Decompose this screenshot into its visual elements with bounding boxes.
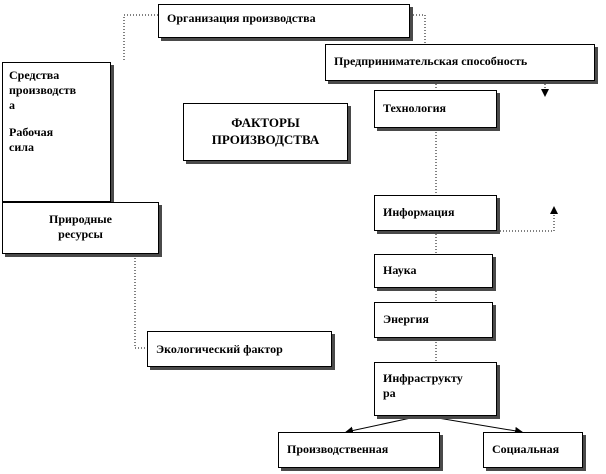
node-organization: Организация производства <box>158 4 410 38</box>
node-natural-resources: Природные ресурсы <box>2 202 159 254</box>
node-production: Производственная <box>278 432 440 468</box>
infrastructure-line-2: ра <box>383 386 396 400</box>
node-infrastructure: Инфраструкту ра <box>374 362 497 416</box>
node-technology-label: Технология <box>383 101 446 115</box>
diagram-title: ФАКТОРЫ ПРОИЗВОДСТВА <box>183 103 348 161</box>
node-social-label: Социальная <box>492 442 560 456</box>
node-production-label: Производственная <box>287 442 389 456</box>
natural-line-1: Природные <box>49 212 112 226</box>
node-technology: Технология <box>374 90 497 128</box>
node-means-and-labor: Средства производств а Рабочая сила <box>2 62 111 202</box>
connector-information-to-up <box>497 206 558 232</box>
title-line-2: ПРОИЗВОДСТВА <box>211 132 320 147</box>
means-line-3: а <box>9 98 15 112</box>
node-organization-label: Организация производства <box>167 11 316 25</box>
means-line-1: Средства <box>9 68 60 82</box>
node-science-label: Наука <box>383 263 417 277</box>
node-energy: Энергия <box>374 302 493 338</box>
labor-line-2: сила <box>9 140 34 154</box>
connector-organization-to-means <box>123 14 158 62</box>
node-entrepreneurship-label: Предпринимательская способность <box>334 54 528 68</box>
node-ecological-label: Экологический фактор <box>156 342 283 356</box>
connector-infrastructure-to-production <box>345 415 421 435</box>
labor-line-1: Рабочая <box>9 125 54 139</box>
connector-infrastructure-to-social <box>425 415 523 435</box>
node-entrepreneurship: Предпринимательская способность <box>325 44 595 81</box>
title-line-1: ФАКТОРЫ <box>231 115 300 130</box>
natural-line-2: ресурсы <box>58 227 103 241</box>
node-energy-label: Энергия <box>383 312 429 326</box>
node-information-label: Информация <box>383 205 455 219</box>
connector-organization-to-entrepreneurship <box>410 14 426 44</box>
means-line-2: производств <box>9 83 77 97</box>
node-social: Социальная <box>483 432 583 468</box>
node-information: Информация <box>374 195 497 231</box>
connector-natural-to-ecological <box>134 255 147 349</box>
infrastructure-line-1: Инфраструкту <box>383 371 463 385</box>
node-science: Наука <box>374 254 493 288</box>
node-ecological: Экологический фактор <box>147 331 332 367</box>
